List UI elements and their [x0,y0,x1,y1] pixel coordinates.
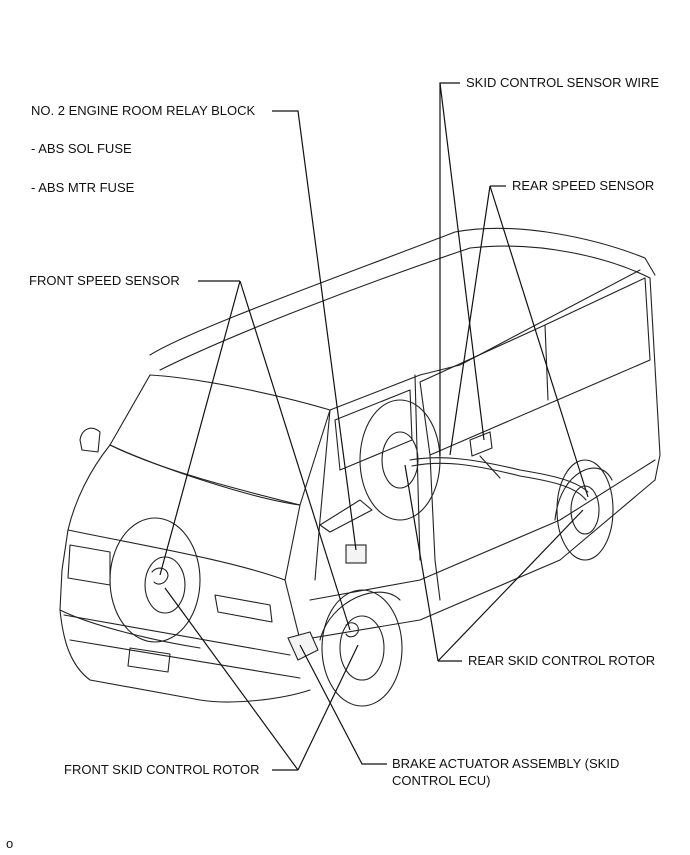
label-abs-sol-fuse: - ABS SOL FUSE [31,141,132,156]
front-speed-sensor-right [345,622,359,638]
label-abs-mtr-fuse: - ABS MTR FUSE [31,180,135,195]
van-outline [59,227,661,707]
label-brake-actuator-line2: CONTROL ECU) [392,773,491,788]
relay-block [345,544,367,564]
label-rear-skid-control-rotor: REAR SKID CONTROL ROTOR [468,653,656,668]
brake-actuator [287,631,319,661]
rear-sensor-wire [409,431,589,501]
label-brake-actuator-line1: BRAKE ACTUATOR ASSEMBLY (SKID [392,756,620,771]
label-front-speed-sensor: FRONT SPEED SENSOR [29,273,180,288]
label-front-skid-control-rotor: FRONT SKID CONTROL ROTOR [64,762,260,777]
label-skid-control-sensor-wire: SKID CONTROL SENSOR WIRE [466,75,660,90]
front-speed-sensor-left [151,567,169,585]
figure-code: o [6,836,14,851]
leader-lines [159,82,589,771]
label-rear-speed-sensor: REAR SPEED SENSOR [512,178,655,193]
label-relay-block: NO. 2 ENGINE ROOM RELAY BLOCK [31,103,256,118]
